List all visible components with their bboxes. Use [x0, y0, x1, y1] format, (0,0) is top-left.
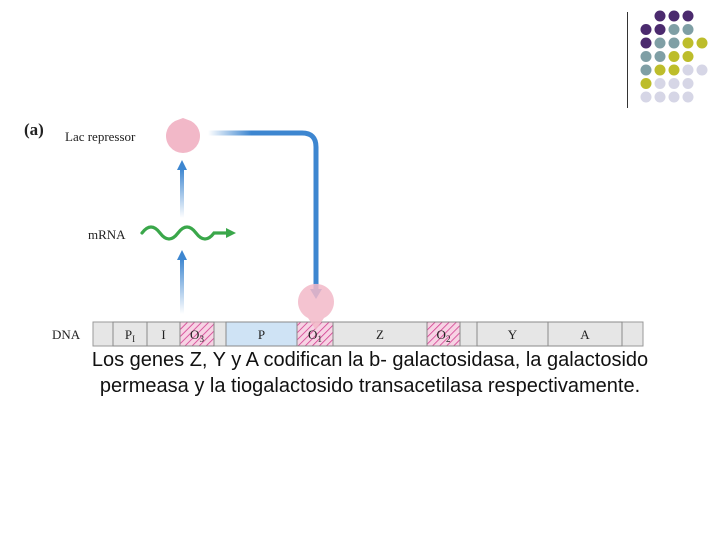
dna-segment: [225, 321, 298, 347]
mrna-arrowhead-icon: [226, 228, 236, 238]
decorative-dot: [682, 64, 694, 76]
decorative-dot: [654, 37, 666, 49]
dna-segment: [426, 321, 461, 347]
arrowhead-up-icon: [177, 250, 187, 260]
bound-repressor-shape: [298, 283, 334, 330]
decorative-dot: [682, 37, 694, 49]
decorative-dot: [640, 78, 652, 89]
decorative-dot: [654, 78, 666, 89]
caption-text: Los genes Z, Y y A codifican la b- galac…: [91, 349, 649, 397]
dna-segment: [547, 321, 623, 347]
dna-segment-label: PI: [125, 327, 135, 344]
transcription-arrow: [180, 258, 184, 314]
decorative-dot: [682, 24, 694, 35]
decorative-dot: [668, 64, 680, 76]
decorative-dot: [654, 64, 666, 76]
decorative-dot: [668, 78, 680, 89]
decorative-dot: [668, 51, 680, 62]
arrowhead-up-icon: [177, 160, 187, 170]
dna-segment-label: A: [580, 327, 590, 342]
dna-segment: [179, 321, 215, 347]
panel-label: (a): [24, 120, 44, 139]
dna-segment-label: Y: [508, 327, 518, 342]
decorative-dot: [682, 91, 694, 103]
dna-segment-label: Z: [376, 327, 384, 342]
decorative-dot: [640, 64, 652, 76]
decorative-dot: [682, 78, 694, 89]
repressor-binding-arrow: [208, 130, 319, 290]
decorative-dot: [668, 91, 680, 103]
decorative-dot: [668, 24, 680, 35]
dna-segment-label: I: [161, 327, 165, 342]
decorative-dot: [682, 51, 694, 62]
lac-repressor-label: Lac repressor: [65, 129, 136, 144]
decorative-dot: [654, 24, 666, 35]
mrna-wave: [140, 225, 230, 241]
decorative-dot: [682, 10, 694, 22]
decorative-dot: [696, 37, 708, 49]
dna-segment: [476, 321, 549, 347]
decorative-dot: [668, 37, 680, 49]
mrna-label: mRNA: [88, 227, 126, 242]
decorative-dot: [654, 51, 666, 62]
decorative-dot: [640, 51, 652, 62]
decorative-dot: [654, 91, 666, 103]
decorative-dot: [668, 10, 680, 22]
lac-repressor-shape: [166, 118, 201, 153]
dna-segment-label: P: [258, 327, 265, 342]
dna-segment: [146, 321, 181, 347]
dna-label: DNA: [52, 327, 81, 342]
dna-segment: [332, 321, 428, 347]
decorative-dot: [696, 64, 708, 76]
decorative-dot: [640, 91, 652, 103]
decorative-dot: [654, 10, 666, 22]
decorative-divider-line: [627, 12, 628, 108]
translation-arrow: [180, 168, 184, 218]
decorative-dot: [640, 24, 652, 35]
decorative-dot: [640, 37, 652, 49]
decorative-dot-grid: [640, 10, 708, 103]
